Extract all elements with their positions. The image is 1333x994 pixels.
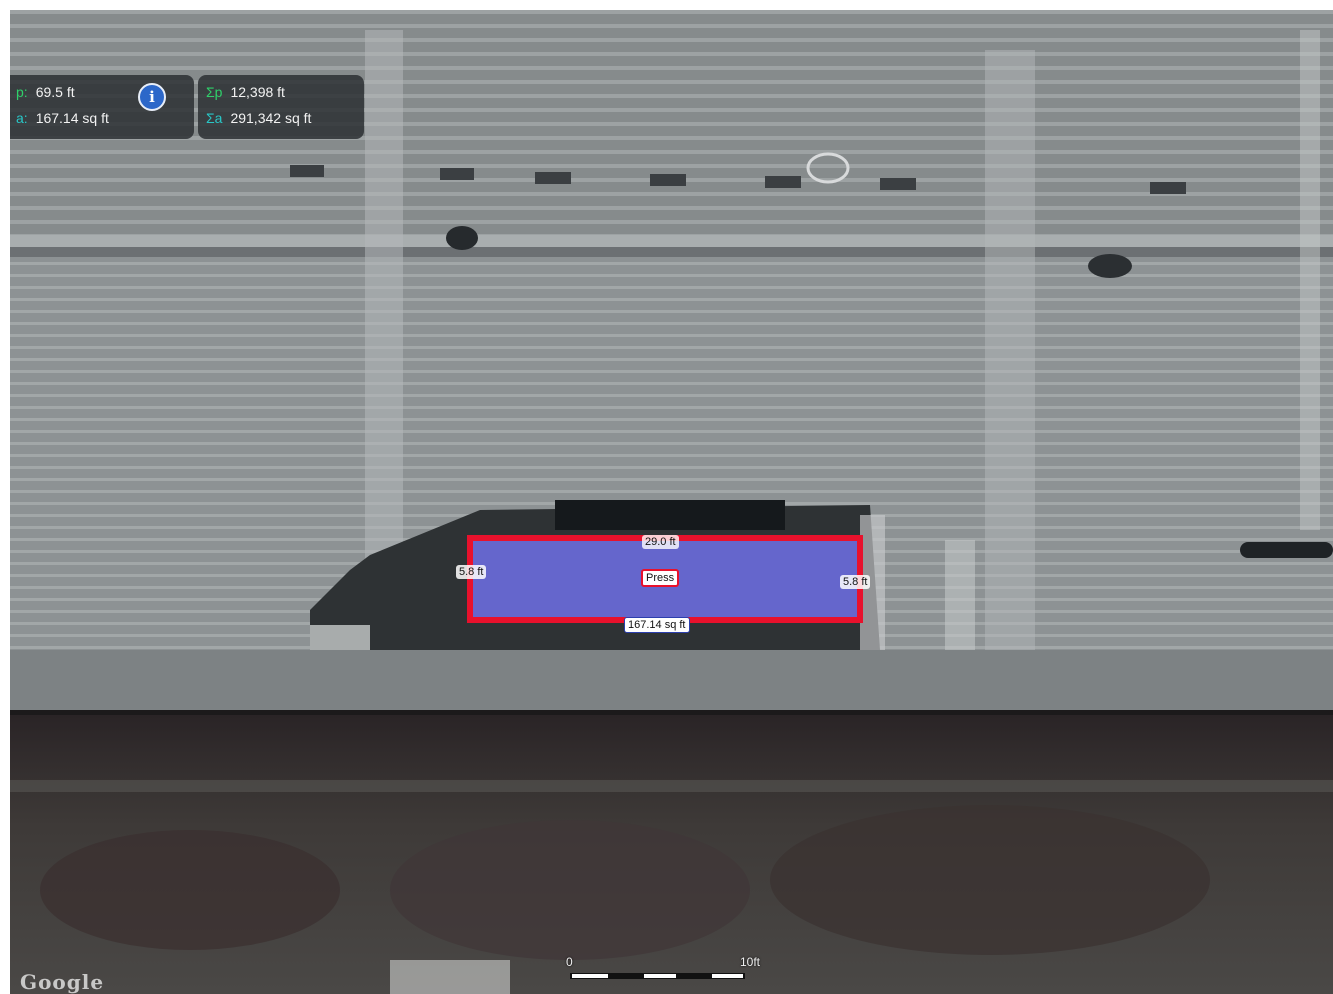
shape-stats-panel: p: 69.5 ft a: 167.14 sq ft xyxy=(10,75,194,139)
google-logo: Google xyxy=(20,970,105,994)
area-row: a: 167.14 sq ft xyxy=(16,105,186,131)
total-area-value: 291,342 sq ft xyxy=(230,110,312,126)
top-edge-length-label: 29.0 ft xyxy=(642,535,679,549)
perimeter-value: 69.5 ft xyxy=(35,84,75,100)
total-perimeter-row: Σp 12,398 ft xyxy=(206,79,356,105)
perimeter-row: p: 69.5 ft xyxy=(16,79,186,105)
satellite-imagery xyxy=(10,10,1333,994)
scale-end-label: 10ft xyxy=(740,955,761,969)
scale-start-label: 0 xyxy=(566,955,573,969)
scale-bar xyxy=(570,973,745,979)
total-perimeter-key: Σp xyxy=(206,84,223,100)
total-area-key: Σa xyxy=(206,110,223,126)
satellite-map[interactable]: p: 69.5 ft a: 167.14 sq ft i Σp 12,398 f… xyxy=(10,10,1333,994)
left-edge-length-label: 5.8 ft xyxy=(456,565,487,579)
right-edge-length-label: 5.8 ft xyxy=(840,575,871,589)
shape-area-label: 167.14 sq ft xyxy=(624,617,690,633)
area-key: a: xyxy=(16,110,28,126)
shape-name-label[interactable]: Press xyxy=(641,569,680,587)
total-stats-panel: Σp 12,398 ft Σa 291,342 sq ft xyxy=(198,75,364,139)
total-area-row: Σa 291,342 sq ft xyxy=(206,105,356,131)
area-value: 167.14 sq ft xyxy=(35,110,109,126)
total-perimeter-value: 12,398 ft xyxy=(230,84,285,100)
info-icon[interactable]: i xyxy=(138,83,166,111)
perimeter-key: p: xyxy=(16,84,28,100)
